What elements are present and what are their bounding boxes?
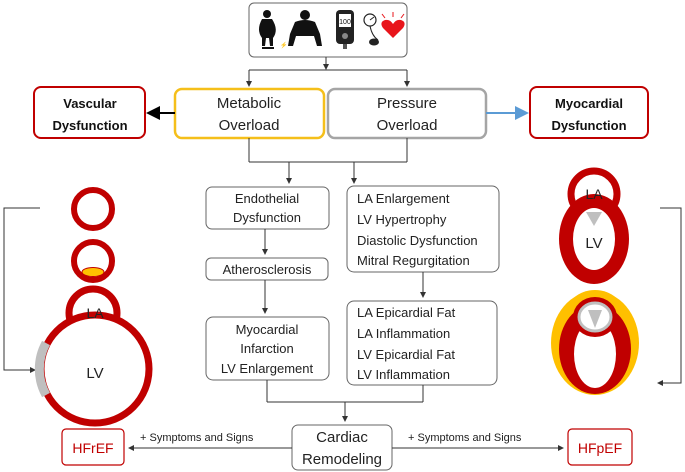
svg-text:Overload: Overload (219, 117, 280, 134)
symptoms-right-label: + Symptoms and Signs (408, 432, 522, 444)
svg-text:Overload: Overload (377, 117, 438, 134)
svg-text:Infarction: Infarction (240, 341, 293, 356)
top-connectors (246, 57, 410, 87)
svg-text:100: 100 (339, 19, 351, 26)
svg-text:LV Enlargement: LV Enlargement (221, 361, 314, 376)
svg-text:Metabolic: Metabolic (217, 95, 282, 112)
svg-text:HFrEF: HFrEF (72, 440, 113, 456)
svg-text:LA: LA (86, 305, 104, 321)
left-vessel-normal (71, 187, 115, 231)
svg-text:LV Epicardial Fat: LV Epicardial Fat (357, 347, 455, 362)
svg-text:HFpEF: HFpEF (578, 440, 622, 456)
svg-text:⚡: ⚡ (280, 41, 287, 49)
svg-text:Myocardial: Myocardial (555, 96, 623, 111)
pressure-overload-box: Pressure Overload (326, 87, 488, 140)
svg-text:LA Inflammation: LA Inflammation (357, 326, 450, 341)
svg-text:Atherosclerosis: Atherosclerosis (223, 262, 312, 277)
epicardial-fat-box: LA Epicardial Fat LA Inflammation LV Epi… (346, 300, 498, 386)
svg-text:Vascular: Vascular (63, 96, 117, 111)
bottom-connectors (266, 380, 424, 422)
svg-text:LA Enlargement: LA Enlargement (357, 191, 450, 206)
svg-text:LV Hypertrophy: LV Hypertrophy (357, 212, 447, 227)
right-fat-heart (551, 290, 639, 395)
right-hypertrophic-heart: LA LV (559, 167, 629, 284)
glucometer-icon: 100 (336, 10, 354, 49)
svg-text:LV Inflammation: LV Inflammation (357, 367, 450, 382)
myocardial-dysfunction-box: Myocardial Dysfunction (529, 86, 649, 139)
svg-text:Mitral Regurgitation: Mitral Regurgitation (357, 253, 470, 268)
left-dilated-heart: LA LV (34, 285, 153, 427)
blood-pressure-heart-icon (363, 12, 405, 46)
vascular-dysfunction-box: Vascular Dysfunction (33, 86, 146, 139)
endothelial-dysfunction-box: Endothelial Dysfunction (205, 186, 330, 230)
seated-person-icon (288, 10, 322, 46)
middle-connectors (248, 138, 408, 184)
left-vessel-plaque (71, 239, 115, 283)
svg-text:Diastolic Dysfunction: Diastolic Dysfunction (357, 233, 478, 248)
hfpef-box: HFpEF (567, 428, 633, 466)
svg-text:Cardiac: Cardiac (316, 429, 368, 446)
right-side-bracket (657, 207, 682, 386)
atherosclerosis-box: Atherosclerosis (205, 257, 329, 281)
risk-factors-panel: ⚡ 100 (248, 2, 408, 58)
structural-changes-box: LA Enlargement LV Hypertrophy Diastolic … (346, 185, 500, 273)
myocardial-infarction-box: Myocardial Infarction LV Enlargement (205, 316, 330, 381)
metabolic-overload-box: Metabolic Overload (173, 87, 326, 140)
svg-text:LV: LV (86, 365, 103, 382)
svg-text:Myocardial: Myocardial (236, 322, 299, 337)
svg-text:Dysfunction: Dysfunction (52, 118, 127, 133)
svg-text:LA: LA (585, 186, 603, 202)
cardiac-remodeling-box: Cardiac Remodeling (291, 424, 393, 471)
left-side-bracket (3, 207, 40, 373)
symptoms-left-label: + Symptoms and Signs (140, 432, 254, 444)
obese-person-icon: ⚡ (259, 10, 287, 49)
svg-text:Remodeling: Remodeling (302, 451, 382, 468)
svg-text:LV: LV (585, 235, 602, 252)
svg-text:Dysfunction: Dysfunction (551, 118, 626, 133)
svg-text:Pressure: Pressure (377, 95, 437, 112)
hfref-box: HFrEF (61, 428, 125, 466)
svg-text:LA Epicardial Fat: LA Epicardial Fat (357, 305, 456, 320)
svg-text:Endothelial: Endothelial (235, 191, 299, 206)
svg-text:Dysfunction: Dysfunction (233, 210, 301, 225)
